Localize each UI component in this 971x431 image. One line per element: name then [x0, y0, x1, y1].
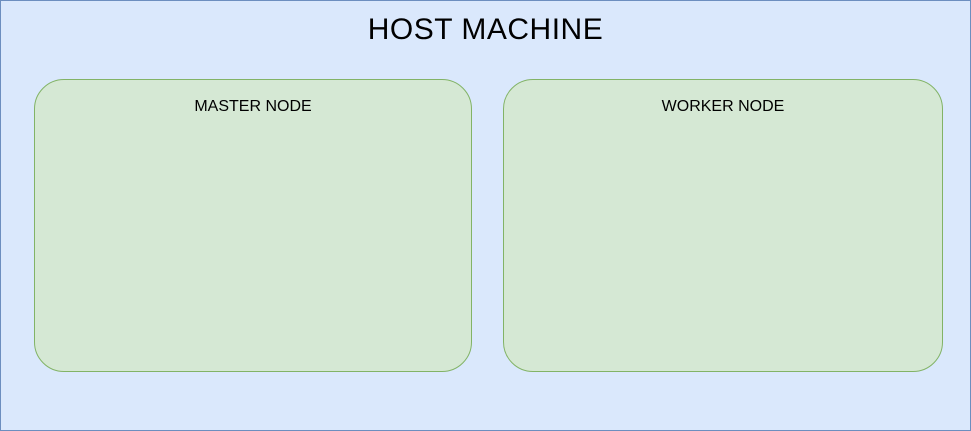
master-node-container: MASTER NODE [34, 79, 472, 372]
host-machine-title: HOST MACHINE [367, 13, 604, 46]
master-node-label: MASTER NODE [194, 98, 312, 115]
worker-node-container: WORKER NODE [503, 79, 943, 372]
worker-node-label: WORKER NODE [661, 98, 785, 115]
